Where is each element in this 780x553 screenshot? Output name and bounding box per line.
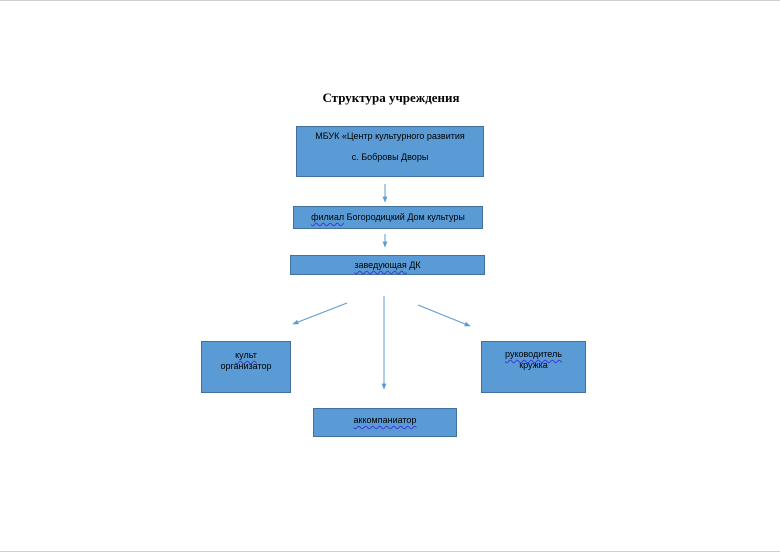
node-accompanist-word1: аккомпаниатор: [353, 415, 417, 425]
node-accompanist: аккомпаниатор: [313, 408, 457, 437]
arrow-head-to-organizer: [292, 302, 348, 325]
diagram-title: Структура учреждения: [322, 90, 460, 105]
node-leader-line2: кружка: [519, 360, 548, 371]
node-leader: руководитель кружка: [481, 341, 586, 393]
node-branch: филиал Богородицкий Дом культуры: [293, 206, 483, 229]
node-organizer: культ организатор: [201, 341, 291, 393]
node-head-word1: заведующая: [354, 260, 407, 270]
node-leader-word1: руководитель: [505, 349, 562, 359]
page-bottom-edge: [0, 551, 780, 552]
node-branch-rest: Богородицкий Дом культуры: [344, 212, 465, 222]
node-branch-word1: филиал: [311, 212, 345, 222]
node-root-line2: с. Бобровы Дворы: [351, 152, 429, 163]
node-head-rest: ДК: [406, 260, 421, 270]
arrow-head-to-leader: [417, 304, 471, 327]
node-root: МБУК «Центр культурного развития с. Бобр…: [296, 126, 484, 177]
node-organizer-line2: организатор: [220, 361, 272, 372]
node-root-line1: МБУК «Центр культурного развития: [315, 131, 465, 141]
page-top-edge: [0, 0, 780, 1]
node-organizer-word1: культ: [235, 350, 257, 360]
node-head: заведующая ДК: [290, 255, 485, 275]
